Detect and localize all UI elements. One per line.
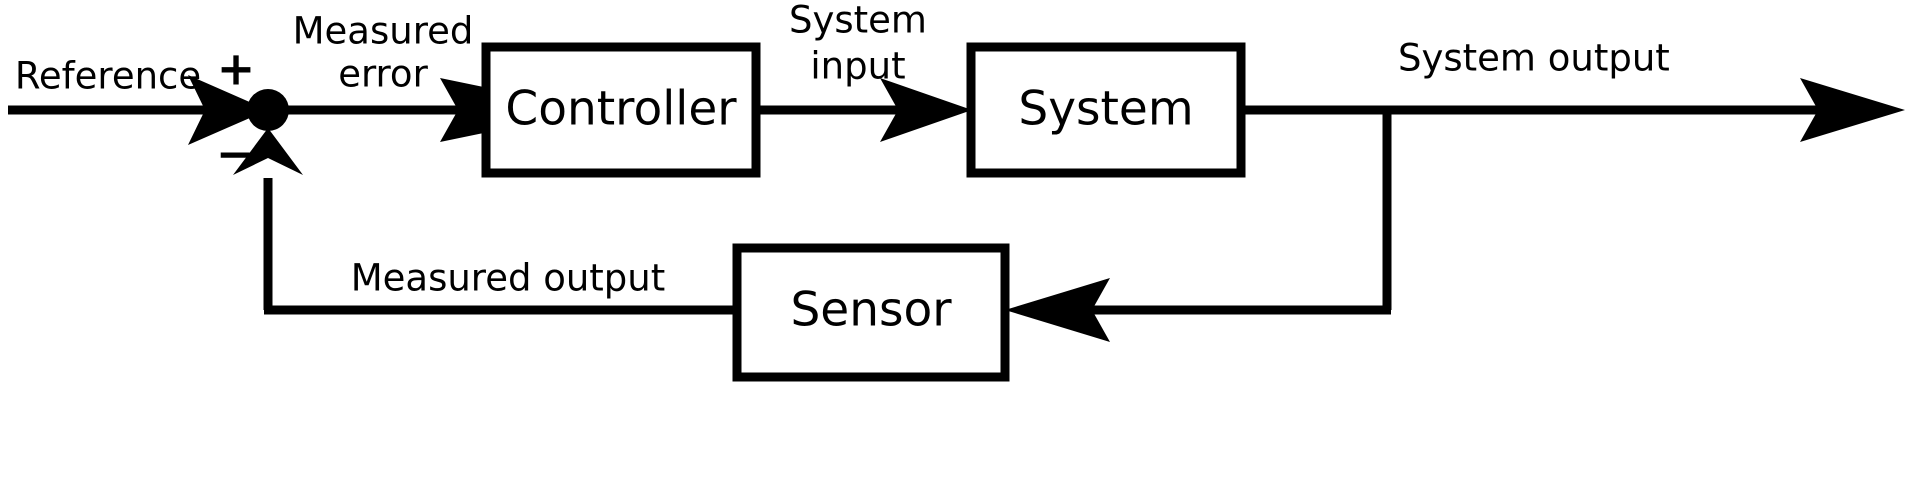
reference-input-wire — [8, 75, 268, 145]
summing-minus-sign: − — [216, 127, 255, 181]
measured-output-label: Measured output — [351, 257, 666, 300]
reference-label: Reference — [15, 55, 201, 98]
system-output-wire — [1241, 78, 1905, 142]
sensor-block-label: Sensor — [790, 283, 952, 338]
system-output-label: System output — [1398, 37, 1670, 80]
measured-error-label-line1: Measured — [293, 10, 474, 53]
summing-plus-sign: + — [217, 42, 256, 96]
system-input-label-line2: input — [810, 45, 905, 88]
system-input-wire — [756, 78, 972, 142]
measured-error-label-line2: error — [338, 53, 428, 96]
system-input-arrow-head — [880, 78, 972, 142]
system-output-arrow-head — [1800, 78, 1905, 142]
summing-junction-node — [247, 89, 289, 131]
system-block-label: System — [1018, 82, 1193, 137]
sensor-input-arrow-head — [1005, 278, 1110, 342]
controller-block-label: Controller — [505, 82, 737, 137]
system-input-label-line1: System — [789, 0, 927, 42]
feedback-arrow-head — [233, 128, 303, 175]
feedback-takeoff-wire — [1005, 106, 1392, 342]
feedback-into-summing-wire — [233, 128, 303, 310]
reference-arrow-head — [188, 75, 268, 145]
